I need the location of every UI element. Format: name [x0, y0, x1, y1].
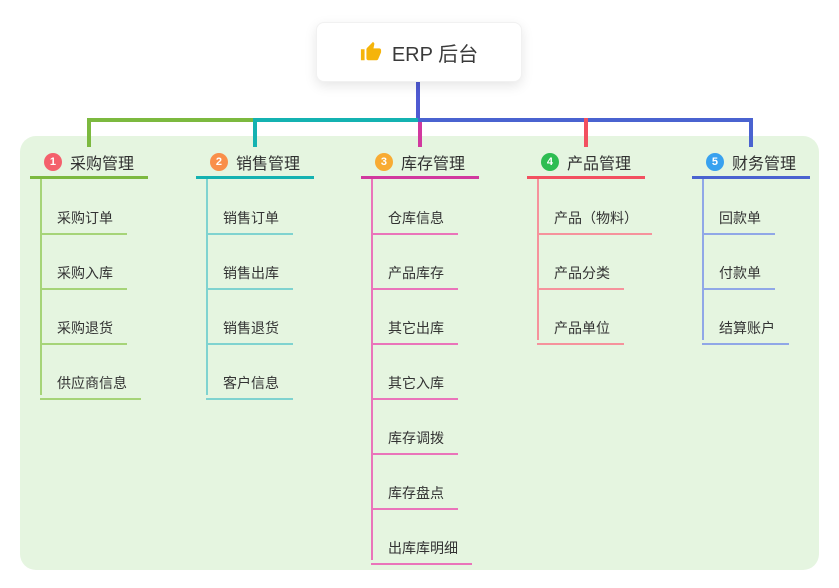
child-node[interactable]: 供应商信息 — [40, 367, 141, 400]
branch-trunk-line — [206, 179, 208, 395]
branch-trunk-line — [40, 179, 42, 395]
child-node[interactable]: 采购入库 — [40, 257, 127, 290]
branch-title-underline — [527, 176, 645, 179]
branch-title-label: 财务管理 — [731, 156, 796, 173]
branch-node[interactable]: 1 采购管理 — [30, 148, 148, 176]
child-node[interactable]: 出库库明细 — [371, 532, 472, 565]
branch-title-label: 库存管理 — [400, 156, 465, 173]
connector-bus-segment — [87, 118, 255, 122]
child-node[interactable]: 其它入库 — [371, 367, 458, 400]
root-title: ERP 后台 — [391, 43, 479, 66]
branch-title-label: 产品管理 — [566, 156, 631, 173]
child-node[interactable]: 产品库存 — [371, 257, 458, 290]
branch-node[interactable]: 4 产品管理 — [527, 148, 645, 176]
child-node[interactable]: 回款单 — [702, 202, 775, 235]
branch-title-underline — [30, 176, 148, 179]
branch-trunk-line — [702, 179, 704, 340]
child-node[interactable]: 产品分类 — [537, 257, 624, 290]
branch-connector-drop — [749, 118, 753, 147]
branch-number-badge: 5 — [705, 153, 724, 171]
root-connector-line — [416, 82, 420, 118]
branch-number-badge: 3 — [374, 153, 393, 171]
branch-connector-drop — [253, 118, 257, 147]
branch-title-label: 采购管理 — [69, 156, 134, 173]
connector-bus-segment — [253, 118, 420, 122]
child-node[interactable]: 其它出库 — [371, 312, 458, 345]
branch-connector-drop — [418, 122, 422, 147]
child-node[interactable]: 采购订单 — [40, 202, 127, 235]
branches-panel — [20, 136, 819, 570]
child-node[interactable]: 库存盘点 — [371, 477, 458, 510]
child-node[interactable]: 采购退货 — [40, 312, 127, 345]
child-node[interactable]: 销售订单 — [206, 202, 293, 235]
branch-title-label: 销售管理 — [235, 156, 300, 173]
branch-trunk-line — [537, 179, 539, 340]
child-node[interactable]: 客户信息 — [206, 367, 293, 400]
child-node[interactable]: 结算账户 — [702, 312, 789, 345]
child-node[interactable]: 销售出库 — [206, 257, 293, 290]
branch-trunk-line — [371, 179, 373, 560]
branch-title-underline — [361, 176, 479, 179]
branch-node[interactable]: 3 库存管理 — [361, 148, 479, 176]
branch-connector-drop — [584, 118, 588, 147]
branch-title-underline — [692, 176, 810, 179]
child-node[interactable]: 仓库信息 — [371, 202, 458, 235]
branch-number-badge: 1 — [43, 153, 62, 171]
child-node[interactable]: 销售退货 — [206, 312, 293, 345]
branch-number-badge: 2 — [209, 153, 228, 171]
branch-connector-drop — [87, 118, 91, 147]
branch-node[interactable]: 5 财务管理 — [692, 148, 810, 176]
branch-number-badge: 4 — [540, 153, 559, 171]
child-node[interactable]: 产品单位 — [537, 312, 624, 345]
branch-node[interactable]: 2 销售管理 — [196, 148, 314, 176]
child-node[interactable]: 付款单 — [702, 257, 775, 290]
child-node[interactable]: 产品（物料） — [537, 202, 652, 235]
branch-title-underline — [196, 176, 314, 179]
thumbs-up-icon — [360, 41, 382, 63]
child-node[interactable]: 库存调拨 — [371, 422, 458, 455]
root-node[interactable]: ERP 后台 — [316, 22, 522, 82]
